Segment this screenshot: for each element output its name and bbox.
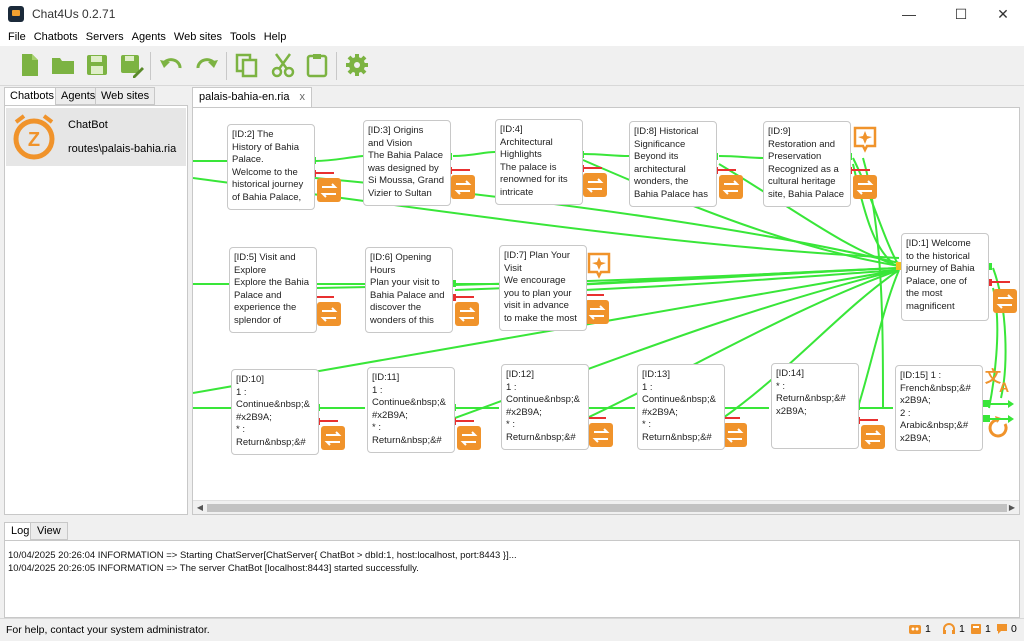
- settings-icon[interactable]: [344, 52, 370, 78]
- minimize-button[interactable]: —: [902, 6, 916, 22]
- edge: [718, 155, 764, 159]
- robot-count: 1: [908, 623, 931, 635]
- flow-node-2[interactable]: [ID:2] The History of Bahia Palace. Welc…: [227, 124, 315, 210]
- flow-node-10[interactable]: [ID:10] 1 : Continue&nbsp;& #x2B9A; * : …: [231, 369, 319, 455]
- message-count-value: 0: [1011, 623, 1017, 635]
- chatbot-list: Z ChatBot routes\palais-bahia.ria: [4, 105, 188, 515]
- flow-node-1[interactable]: [ID:1] Welcome to the historical journey…: [901, 233, 989, 321]
- menu-file[interactable]: File: [8, 31, 26, 43]
- close-button[interactable]: ✕: [997, 5, 1009, 22]
- status-message: For help, contact your system administra…: [6, 624, 210, 636]
- chatbot-route: routes\palais-bahia.ria: [68, 143, 177, 155]
- copy-icon[interactable]: [234, 52, 260, 78]
- cut-icon[interactable]: [270, 52, 296, 78]
- headset-icon: [943, 623, 955, 634]
- editor-tab[interactable]: palais-bahia-en.ria x: [192, 87, 312, 107]
- flow-node-15[interactable]: [ID:15] 1 : French&nbsp;&# x2B9A; 2 : Ar…: [895, 365, 983, 451]
- flow-node-6[interactable]: [ID:6] Opening Hours Plan your visit to …: [365, 247, 453, 333]
- menu-servers[interactable]: Servers: [85, 31, 124, 43]
- editor-tab-close-icon[interactable]: x: [299, 91, 306, 103]
- svg-text:文: 文: [985, 367, 1002, 386]
- log-panel: Log View 10/04/2025 20:26:04 INFORMATION…: [4, 522, 1020, 618]
- entry-port: [896, 262, 904, 270]
- flow-node-7[interactable]: [ID:7] Plan Your Visit We encourage you …: [499, 245, 587, 331]
- save-as-icon[interactable]: [118, 52, 144, 78]
- loop-icon: [317, 173, 1017, 450]
- undo-icon[interactable]: [158, 52, 184, 78]
- new-file-icon[interactable]: [16, 52, 42, 78]
- tab-chatbots[interactable]: Chatbots: [4, 87, 61, 106]
- scrollbar-thumb[interactable]: [207, 504, 1007, 512]
- open-folder-icon[interactable]: [50, 52, 76, 78]
- log-line: 10/04/2025 20:26:04 INFORMATION => Start…: [8, 550, 517, 561]
- edge: [452, 151, 496, 157]
- flow-node-12[interactable]: [ID:12] 1 : Continue&nbsp;& #x2B9A; * : …: [501, 364, 589, 450]
- editor-panel: palais-bahia-en.ria x: [192, 87, 1020, 515]
- flow-canvas-frame: 文 A [ID:2] The History of Bahia Palace. …: [192, 107, 1020, 515]
- robot-icon: [909, 625, 921, 634]
- translate-icon: 文 A: [985, 367, 1009, 395]
- title-bar: Chat4Us 0.2.71 — ☐ ✕: [0, 0, 1024, 28]
- paste-icon[interactable]: [304, 52, 330, 78]
- chatbot-name: ChatBot: [68, 119, 108, 131]
- tab-view[interactable]: View: [30, 522, 68, 540]
- flow-node-9[interactable]: [ID:9] Restoration and Preservation Reco…: [763, 121, 851, 207]
- robot-count-value: 1: [925, 623, 931, 635]
- app-icon: [8, 6, 24, 22]
- menu-chatbots[interactable]: Chatbots: [33, 31, 78, 43]
- maximize-button[interactable]: ☐: [954, 5, 968, 22]
- server-count: 1: [970, 623, 991, 635]
- log-output: 10/04/2025 20:26:04 INFORMATION => Start…: [4, 540, 1020, 618]
- menu-help[interactable]: Help: [263, 31, 287, 43]
- scroll-right-icon[interactable]: ▶: [1008, 503, 1016, 512]
- scroll-left-icon[interactable]: ◀: [196, 503, 204, 512]
- message-count: 0: [996, 623, 1017, 635]
- log-line: 10/04/2025 20:26:05 INFORMATION => The s…: [8, 563, 419, 574]
- sparkle-chat-icon: [587, 126, 877, 279]
- menu-bar: File Chatbots Servers Agents Web sites T…: [0, 28, 1024, 46]
- headset-count: 1: [942, 623, 965, 635]
- menu-tools[interactable]: Tools: [230, 31, 256, 43]
- chatbot-clock-icon: Z: [13, 114, 55, 160]
- tab-log[interactable]: Log: [4, 522, 37, 541]
- save-icon[interactable]: [84, 52, 110, 78]
- chatbot-icon-letter: Z: [28, 129, 40, 151]
- redo-icon[interactable]: [194, 52, 220, 78]
- edge: [584, 269, 900, 291]
- toolbar-separator: [150, 52, 151, 80]
- flow-node-14[interactable]: [ID:14] * : Return&nbsp;&# x2B9A;: [771, 363, 859, 449]
- tab-web-sites[interactable]: Web sites: [95, 87, 156, 105]
- svg-text:A: A: [999, 379, 1009, 395]
- edge: [722, 269, 900, 419]
- toolbar-separator: [226, 52, 227, 80]
- status-bar: For help, contact your system administra…: [0, 618, 1024, 641]
- edge: [582, 159, 900, 267]
- flow-node-4[interactable]: [ID:4] Architectural Highlights The pala…: [495, 119, 583, 205]
- flow-node-5[interactable]: [ID:5] Visit and Explore Explore the Bah…: [229, 247, 317, 333]
- server-count-value: 1: [985, 623, 991, 635]
- flow-node-11[interactable]: [ID:11] 1 : Continue&nbsp;& #x2B9A; * : …: [367, 367, 455, 453]
- window-title: Chat4Us 0.2.71: [32, 7, 116, 21]
- server-icon: [971, 624, 981, 634]
- flow-node-8[interactable]: [ID:8] Historical Significance Beyond it…: [629, 121, 717, 207]
- chatbot-list-item[interactable]: Z ChatBot routes\palais-bahia.ria: [6, 108, 186, 166]
- toolbar: [0, 46, 1024, 86]
- edge: [582, 153, 630, 157]
- flow-node-13[interactable]: [ID:13] 1 : Continue&nbsp;& #x2B9A; * : …: [637, 364, 725, 450]
- edge: [314, 155, 364, 162]
- horizontal-scrollbar[interactable]: ◀ ▶: [193, 500, 1019, 514]
- menu-web-sites[interactable]: Web sites: [173, 31, 223, 43]
- flow-node-3[interactable]: [ID:3] Origins and Vision The Bahia Pala…: [363, 120, 451, 206]
- menu-agents[interactable]: Agents: [131, 31, 166, 43]
- edge: [858, 269, 900, 405]
- toolbar-separator: [336, 52, 337, 80]
- message-icon: [997, 624, 1007, 634]
- headset-count-value: 1: [959, 623, 965, 635]
- edge: [586, 269, 900, 419]
- editor-tab-label: palais-bahia-en.ria: [199, 91, 290, 103]
- left-panel: Chatbots Agents Web sites Z ChatBot rout…: [4, 87, 188, 515]
- edge: [584, 267, 900, 285]
